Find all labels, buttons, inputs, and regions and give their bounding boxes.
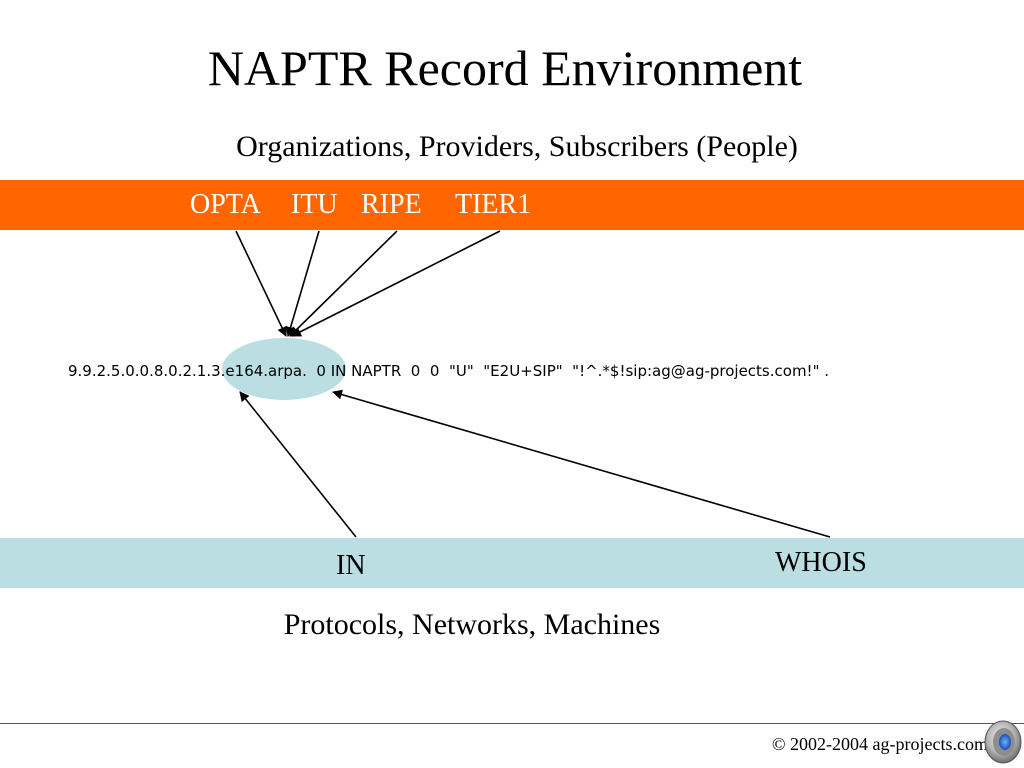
org-label-tier1: TIER1	[455, 189, 532, 220]
arrow-in	[239, 391, 357, 538]
speaker-icon[interactable]	[982, 718, 1022, 764]
org-label-opta: OPTA	[190, 189, 261, 220]
bottom-caption: Protocols, Networks, Machines	[283, 608, 661, 641]
arrow-itu	[285, 230, 320, 337]
arrow-tier1	[291, 230, 501, 337]
copyright-text: © 2002-2004 ag-projects.com	[771, 734, 988, 754]
slide-subtitle: Organizations, Providers, Subscribers (P…	[236, 130, 798, 163]
naptr-record-text: 9.9.2.5.0.0.8.0.2.1.3.e164.arpa. 0 IN NA…	[68, 362, 830, 380]
owner-highlight-ellipse	[222, 338, 346, 400]
slide-title: NAPTR Record Environment	[207, 40, 803, 96]
arrow-whois	[332, 389, 831, 538]
arrow-opta	[235, 230, 287, 337]
protocol-label-whois: WHOIS	[775, 547, 867, 578]
arrow-ripe	[289, 230, 398, 337]
org-label-ripe: RIPE	[361, 189, 422, 220]
protocol-label-in: IN	[336, 550, 366, 581]
footer-divider	[0, 723, 1024, 724]
org-label-itu: ITU	[291, 189, 338, 220]
protocols-band	[0, 538, 1024, 588]
organizations-band	[0, 180, 1024, 230]
